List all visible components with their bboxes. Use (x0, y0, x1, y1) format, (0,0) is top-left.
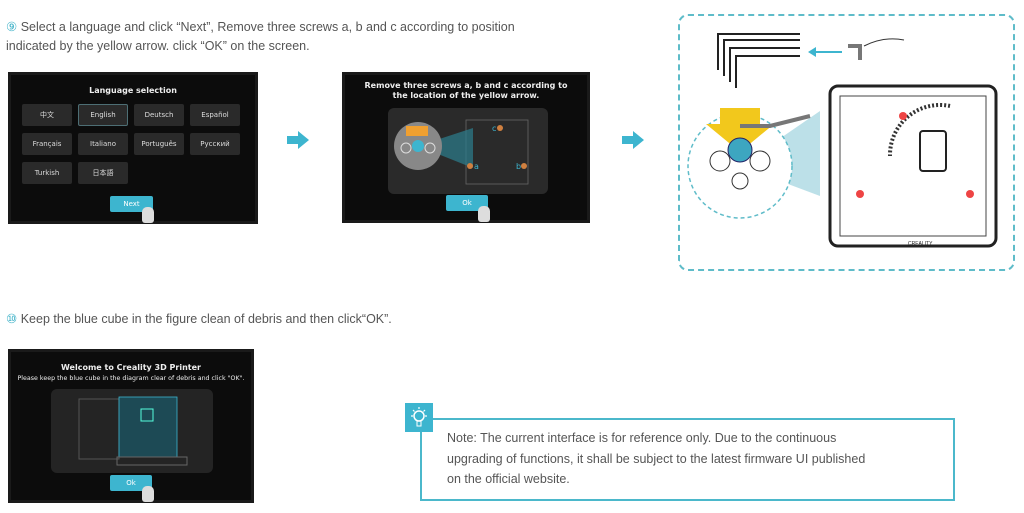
step9-instruction: ⑨ Select a language and click “Next”, Re… (6, 18, 606, 56)
lang-chinese[interactable]: 中文 (22, 104, 72, 126)
lang-francais[interactable]: Français (22, 133, 72, 155)
lang-portugues[interactable]: Português (134, 133, 184, 155)
screen-title-line1: Remove three screws a, b and c according… (364, 81, 568, 90)
step9-line2: indicated by the yellow arrow. click “OK… (6, 39, 310, 53)
lang-japanese[interactable]: 日本語 (78, 162, 128, 184)
note-line2: upgrading of functions, it shall be subj… (447, 451, 866, 466)
note-box: Note: The current interface is for refer… (420, 418, 955, 501)
note-line3: on the official website. (447, 472, 570, 486)
screen-title-line2: the location of the yellow arrow. (392, 91, 540, 100)
printer-illustration: CREALITY (687, 33, 998, 248)
ok-button[interactable]: Ok (110, 475, 152, 491)
printer-cube-diagram (51, 389, 213, 473)
language-selection-screen: Language selection 中文 English Deutsch Es… (8, 72, 258, 224)
screen-title: Welcome to Creality 3D Printer (61, 363, 201, 372)
pointer-hand-icon (142, 486, 154, 502)
lang-english[interactable]: English (78, 104, 128, 126)
note-line1: Note: The current interface is for refer… (447, 431, 837, 445)
screen-title: Language selection (89, 86, 177, 95)
pointer-hand-icon (142, 207, 154, 223)
label-c: c (492, 124, 496, 133)
remove-screws-screen: Remove three screws a, b and c according… (342, 72, 590, 223)
right-arrow-icon (287, 131, 309, 149)
label-b: b (516, 162, 521, 171)
screw-removal-illustration: CREALITY (678, 14, 1015, 271)
lang-espanol[interactable]: Español (190, 104, 240, 126)
label-a: a (474, 162, 479, 171)
hex-keys-icon (717, 33, 800, 88)
step10-instruction: ⑩ Keep the blue cube in the figure clean… (6, 310, 606, 329)
lightbulb-icon (405, 403, 433, 432)
welcome-screen: Welcome to Creality 3D Printer Please ke… (8, 349, 254, 503)
step10-text: Keep the blue cube in the figure clean o… (20, 312, 392, 326)
lang-turkish[interactable]: Turkish (22, 162, 72, 184)
screen-subtitle: Please keep the blue cube in the diagram… (17, 375, 245, 382)
right-arrow-icon (622, 131, 644, 149)
step9-line1: Select a language and click “Next”, Remo… (20, 20, 515, 34)
step-number: ⑨ (6, 20, 18, 34)
lang-italiano[interactable]: Italiano (78, 133, 128, 155)
brand-label: CREALITY (908, 241, 933, 247)
ok-button[interactable]: Ok (446, 195, 488, 211)
lang-deutsch[interactable]: Deutsch (134, 104, 184, 126)
screws-diagram: c a b (388, 108, 548, 194)
step-number: ⑩ (6, 312, 18, 326)
pointer-hand-icon (478, 206, 490, 222)
lang-russian[interactable]: Русский (190, 133, 240, 155)
